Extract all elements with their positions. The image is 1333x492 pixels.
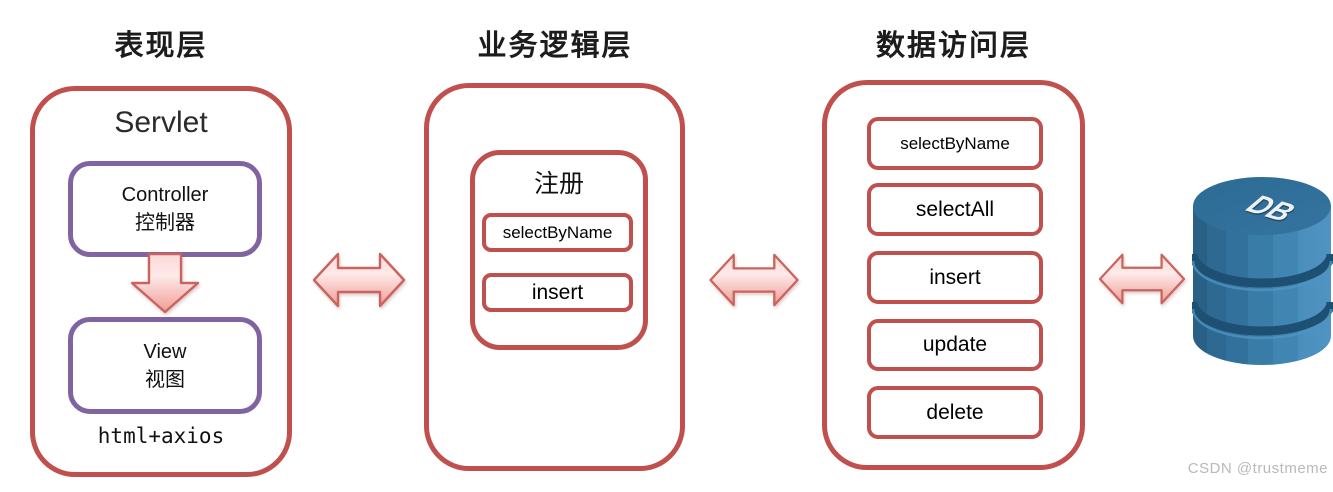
controller-label-en: Controller <box>121 184 209 206</box>
dao-method-selectAll: selectAll <box>867 183 1043 236</box>
left-right-arrow-icon <box>312 250 406 310</box>
method-label: selectAll <box>915 197 995 221</box>
method-label: delete <box>926 400 984 424</box>
view-label-en: View <box>143 340 187 363</box>
left-right-arrow-icon <box>1098 251 1186 307</box>
dao-method-update: update <box>867 319 1043 371</box>
method-label: selectByName <box>502 222 613 242</box>
controller-label-zh: 控制器 <box>135 212 195 234</box>
view-label-zh: 视图 <box>145 368 185 391</box>
watermark: CSDN @trustmeme <box>1187 460 1328 477</box>
method-label: selectByName <box>900 133 1010 153</box>
database-icon: DB DB <box>1192 176 1333 367</box>
left-right-arrow-icon <box>708 251 800 309</box>
method-label: insert <box>531 280 584 304</box>
down-arrow-icon <box>130 252 200 316</box>
view-box: View 视图 <box>68 317 262 414</box>
presentation-layer-title: 表现层 <box>114 30 208 62</box>
register-method-insert: insert <box>482 273 633 312</box>
register-title: 注册 <box>533 170 584 198</box>
servlet-heading: Servlet <box>114 106 208 139</box>
method-label: insert <box>929 265 981 289</box>
dao-method-selectByName: selectByName <box>867 117 1043 170</box>
controller-box: Controller 控制器 <box>68 161 262 257</box>
dao-method-delete: delete <box>867 386 1043 439</box>
register-method-selectByName: selectByName <box>482 213 633 252</box>
html-axios-label: html+axios <box>97 424 225 448</box>
method-label: update <box>922 333 988 356</box>
dao-layer-title: 数据访问层 <box>875 30 1031 62</box>
dao-method-insert: insert <box>867 251 1043 304</box>
business-layer-title: 业务逻辑层 <box>477 30 633 62</box>
